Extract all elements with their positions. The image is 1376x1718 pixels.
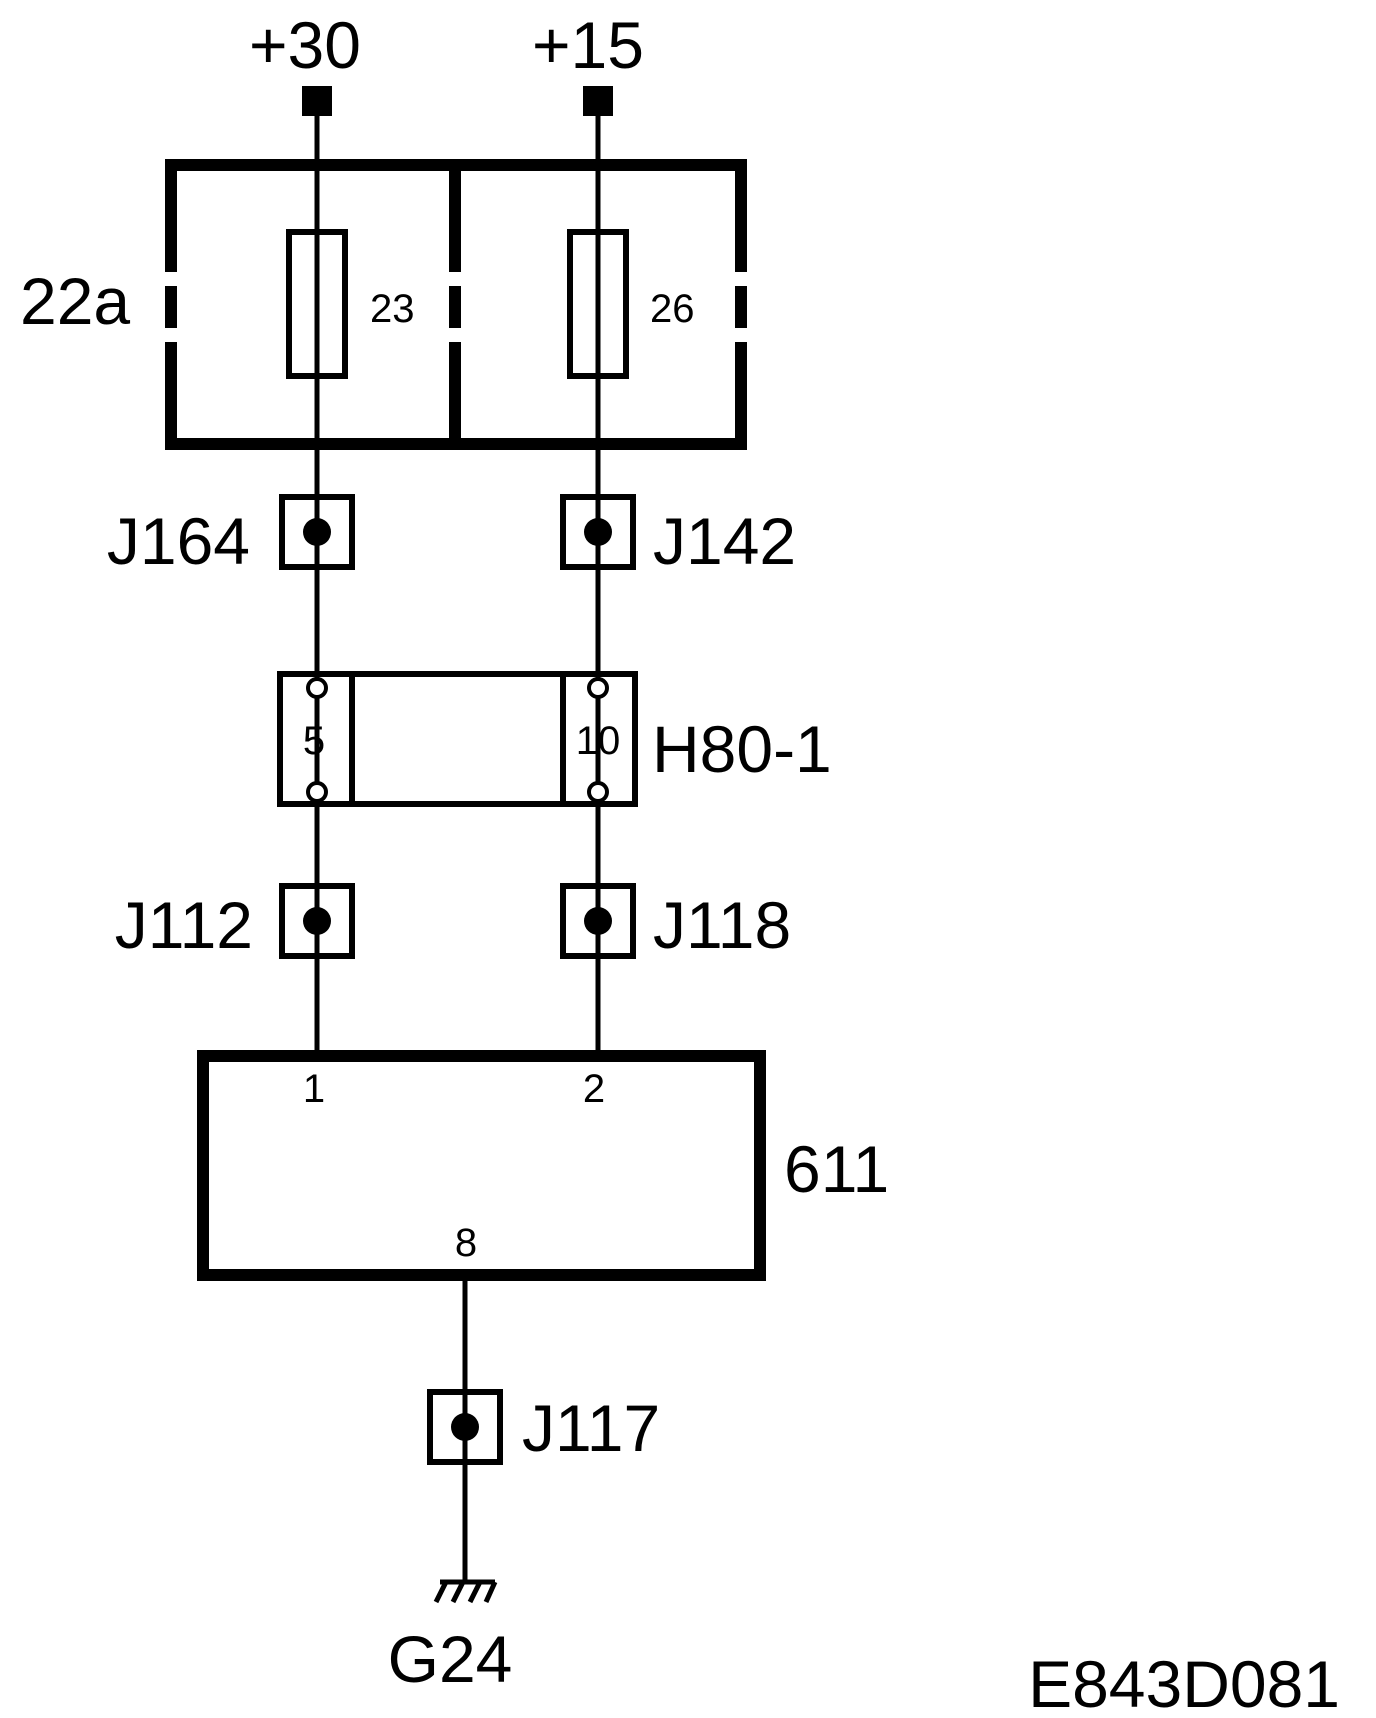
module-pin-1-label: 1 [303,1067,325,1111]
module-label: 611 [784,1132,889,1206]
pin-5-top [306,677,328,699]
terminal-30 [302,86,332,116]
fuse-box-label: 22a [20,264,130,338]
connector-pin-10-label: 10 [576,719,621,763]
junction-j142 [560,494,636,570]
junction-label-j117: J117 [522,1391,660,1465]
pin-10-bottom [587,781,609,803]
supply-label-15: +15 [532,8,644,82]
connector-pin-5-label: 5 [303,719,325,763]
module-pin-2-label: 2 [583,1067,605,1111]
ground-label: G24 [388,1622,513,1696]
terminal-15 [583,86,613,116]
connector-label: H80-1 [652,712,832,786]
connector-h80-1 [277,671,638,807]
junction-j118 [560,883,636,959]
fuse-box-22a [165,159,747,450]
junction-j117 [427,1389,503,1465]
diagram-code: E843D081 [1028,1647,1340,1718]
module-pin-8-label: 8 [455,1221,477,1265]
fuse-23-label: 23 [370,287,415,331]
junction-label-j112: J112 [115,888,253,962]
pin-10-top [587,677,609,699]
junction-j164 [279,494,355,570]
junction-label-j164: J164 [107,504,250,578]
junction-label-j142: J142 [653,504,796,578]
module-611 [197,1050,766,1281]
junction-label-j118: J118 [653,888,791,962]
pin-5-bottom [306,781,328,803]
supply-label-30: +30 [249,8,361,82]
junction-j112 [279,883,355,959]
ground-symbol [433,1579,498,1604]
fuse-26-label: 26 [650,287,695,331]
